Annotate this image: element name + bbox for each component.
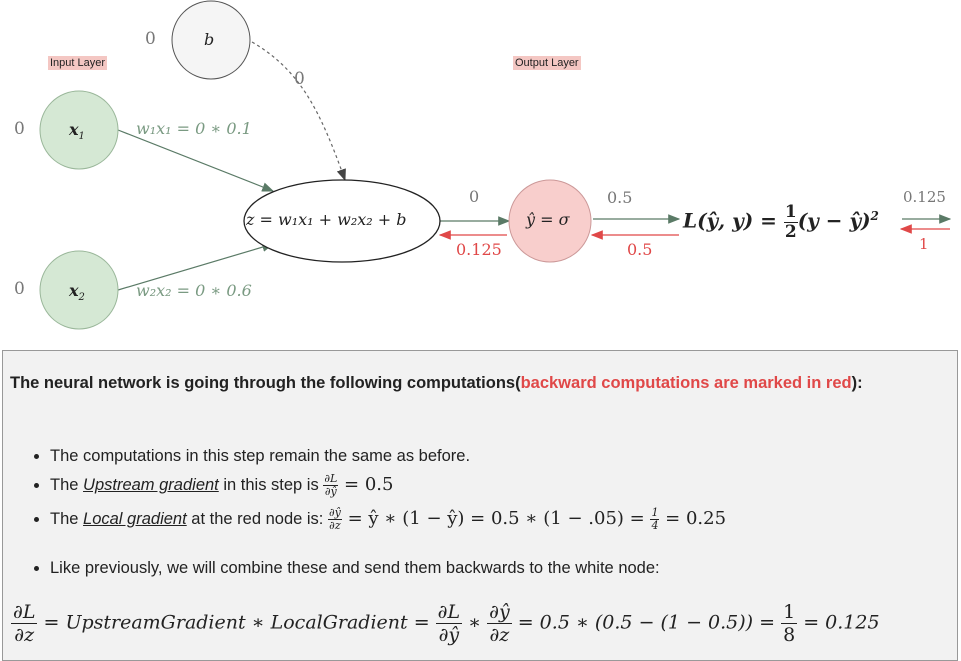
x2-node-label: x2: [69, 281, 85, 304]
input-layer-tag: Input Layer: [48, 56, 108, 70]
loss-backward-value: 1: [919, 235, 929, 253]
x2-edge-label: w₂x₂ = 0 ∗ 0.6: [136, 281, 252, 300]
edge-x2-sum: [117, 242, 275, 291]
bullet-list: The computations in this step remain the…: [3, 447, 726, 578]
upstream-gradient-term: Upstream gradient: [83, 475, 219, 494]
upstream-gradient-fraction: ∂L∂ŷ: [323, 472, 339, 498]
edge-x1-sum: [117, 129, 275, 192]
x2-node-value: 0: [14, 279, 25, 299]
edge-bias-sum: [251, 41, 346, 182]
sum-node: [243, 179, 441, 263]
panel-heading: The neural network is going through the …: [10, 374, 863, 392]
x1-node-value: 0: [14, 119, 25, 139]
bias-node: [171, 0, 251, 80]
x1-edge-label: w₁x₁ = 0 ∗ 0.1: [136, 119, 252, 138]
bullet-computations-same: The computations in this step remain the…: [50, 447, 726, 473]
yhat-forward-value: 0.5: [607, 188, 633, 207]
bullet-local-gradient: The Local gradient at the red node is: ∂…: [50, 507, 726, 559]
output-layer-tag: Output Layer: [513, 56, 581, 70]
explanation-panel: The neural network is going through the …: [2, 350, 958, 661]
local-gradient-term: Local gradient: [83, 509, 187, 528]
bias-node-value: 0: [145, 29, 156, 49]
z-forward-value: 0: [469, 187, 480, 206]
x2-node: [39, 250, 119, 330]
x1-node: [39, 90, 119, 170]
local-gradient-fraction: ∂ŷ∂z: [327, 506, 342, 532]
sigma-node: [508, 179, 592, 263]
final-equation: ∂L∂z = UpstreamGradient ∗ LocalGradient …: [11, 601, 880, 646]
bullet-combine: Like previously, we will combine these a…: [50, 559, 726, 578]
z-backward-value: 0.125: [456, 240, 502, 259]
sigma-node-label: ŷ = σ: [526, 210, 570, 229]
bias-edge-value: 0: [294, 69, 305, 89]
loss-forward-value: 0.125: [903, 188, 946, 206]
bias-node-label: b: [204, 30, 215, 49]
network-diagram: [39, 0, 952, 330]
bullet-upstream-gradient: The Upstream gradient in this step is ∂L…: [50, 473, 726, 507]
yhat-backward-value: 0.5: [627, 240, 653, 259]
sum-node-label: z = w₁x₁ + w₂x₂ + b: [246, 210, 407, 229]
x1-node-label: x1: [69, 120, 85, 143]
